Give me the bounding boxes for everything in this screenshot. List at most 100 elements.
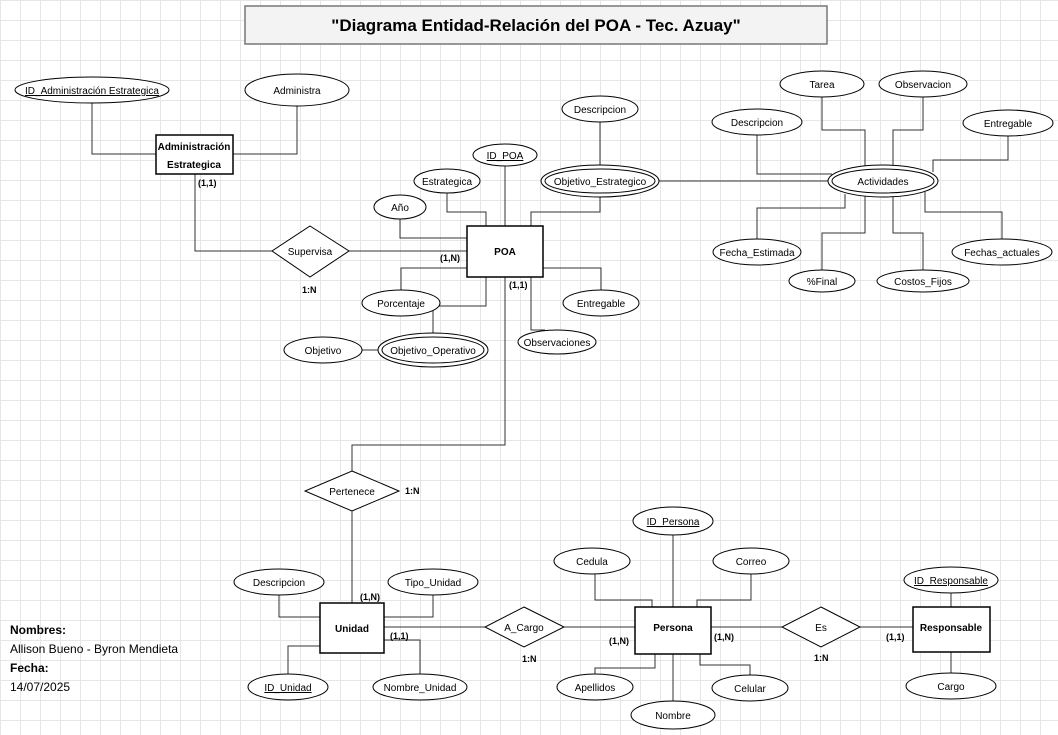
attribute-label: Costos_Fijos (894, 277, 952, 288)
relationship-label: Supervisa (288, 247, 333, 258)
attribute-fecha-estimada[interactable]: Fecha_Estimada (712, 238, 802, 266)
cardinality-persona-right: (1,N) (714, 632, 734, 642)
attribute-label: Estrategica (422, 177, 472, 188)
attribute-label: %Final (807, 277, 838, 288)
relationship-label: A_Cargo (504, 623, 544, 634)
attribute-nombre[interactable]: Nombre (630, 700, 716, 730)
entity-label: POA (494, 247, 516, 258)
relationship-supervisa[interactable]: Supervisa (271, 225, 350, 278)
entity-poa[interactable]: POA (466, 225, 544, 278)
cardinality-persona-left: (1,N) (609, 636, 629, 646)
attribute-label: Año (391, 203, 409, 214)
attribute-label: Objetivo_Operativo (390, 346, 476, 357)
cardinality-es: 1:N (814, 653, 829, 663)
relationship-pertenece[interactable]: Pertenece (303, 470, 401, 512)
relationship-a-cargo[interactable]: A_Cargo (483, 606, 566, 648)
attribute-apellidos[interactable]: Apellidos (556, 673, 634, 701)
attribute-observacion[interactable]: Observacion (878, 70, 968, 98)
attribute-descripcion-objetivo[interactable]: Descripcion (561, 95, 639, 123)
attribute-label: Apellidos (575, 683, 616, 694)
nombres-label: Nombres: (10, 623, 67, 637)
attribute-label: Porcentaje (377, 299, 425, 310)
attribute-observaciones[interactable]: Observaciones (517, 329, 597, 355)
attribute-objetivo[interactable]: Objetivo (283, 336, 363, 364)
attribute-label: Descripcion (253, 578, 305, 589)
entity-label: Responsable (920, 623, 983, 634)
attribute-id-unidad[interactable]: ID_Unidad (247, 673, 329, 701)
attribute-label: Tipo_Unidad (405, 578, 461, 589)
attribute-cargo[interactable]: Cargo (905, 672, 997, 700)
attribute-label: Objetivo_Estrategico (554, 177, 647, 188)
fecha-label: Fecha: (10, 661, 49, 675)
cardinality-unidad-top: (1,N) (360, 592, 380, 602)
attribute-porcentaje[interactable]: Porcentaje (361, 289, 441, 317)
attribute-tarea[interactable]: Tarea (779, 70, 865, 98)
attribute-celular[interactable]: Celular (711, 674, 789, 702)
attribute-label: Descripcion (574, 105, 626, 116)
attribute-entregable-poa[interactable]: Entregable (562, 289, 640, 317)
relationship-label: Es (815, 623, 827, 634)
attribute-label: Entregable (577, 299, 626, 310)
nombres-value: Allison Bueno - Byron Mendieta (10, 642, 179, 656)
attribute-costos-fijos[interactable]: Costos_Fijos (876, 269, 970, 293)
cardinality-a-cargo: 1:N (522, 654, 537, 664)
relationship-label: Pertenece (329, 487, 375, 498)
diagram-title: "Diagrama Entidad-Relación del POA - Tec… (331, 16, 740, 35)
attribute-label: ID_Persona (647, 517, 700, 528)
entity-persona[interactable]: Persona (634, 606, 712, 655)
entity-label: Persona (653, 623, 693, 634)
attribute-entregable-actividad[interactable]: Entregable (962, 109, 1054, 137)
attribute-id-administracion[interactable]: ID_Administración Estrategica (14, 76, 170, 104)
attribute-nombre-unidad[interactable]: Nombre_Unidad (372, 673, 468, 701)
entity-label: Unidad (335, 624, 369, 635)
attribute-label: ID_Responsable (914, 576, 988, 587)
attribute-label: Actividades (857, 177, 908, 188)
attribute-label: Nombre_Unidad (384, 683, 457, 694)
attribute-final[interactable]: %Final (788, 269, 856, 293)
author-info: Nombres: Allison Bueno - Byron Mendieta … (10, 621, 178, 697)
attribute-estrategica[interactable]: Estrategica (413, 168, 481, 194)
entity-label-line1: Administración (158, 142, 231, 153)
attribute-objetivo-operativo[interactable]: Objetivo_Operativo (377, 332, 489, 368)
attribute-correo[interactable]: Correo (712, 547, 790, 575)
attribute-label: ID_Unidad (264, 683, 311, 694)
attribute-descripcion-actividad[interactable]: Descripcion (711, 108, 803, 136)
attribute-label: Correo (736, 557, 767, 568)
attribute-fechas-actuales[interactable]: Fechas_actuales (951, 238, 1053, 266)
attribute-tipo-unidad[interactable]: Tipo_Unidad (387, 568, 479, 596)
relationship-es[interactable]: Es (780, 606, 862, 648)
entity-unidad[interactable]: Unidad (319, 602, 385, 654)
attribute-id-poa[interactable]: ID_POA (472, 143, 538, 167)
attribute-label: Celular (734, 684, 766, 695)
attribute-label: Entregable (984, 119, 1033, 130)
attribute-label: Fecha_Estimada (719, 248, 794, 259)
entity-responsable[interactable]: Responsable (912, 606, 991, 653)
attribute-label: Tarea (809, 80, 834, 91)
attribute-label: Administra (273, 86, 321, 97)
attribute-label: Observaciones (524, 338, 591, 349)
fecha-value: 14/07/2025 (10, 680, 71, 694)
attribute-label: Nombre (655, 711, 691, 722)
attribute-administra[interactable]: Administra (244, 73, 350, 107)
attribute-label: Observacion (895, 80, 951, 91)
attribute-label: Cedula (576, 557, 608, 568)
attribute-label: Objetivo (305, 346, 342, 357)
attribute-id-responsable[interactable]: ID_Responsable (903, 566, 999, 594)
cardinality-responsable: (1,1) (886, 632, 905, 642)
attribute-objetivo-estrategico[interactable]: Objetivo_Estrategico (540, 164, 660, 198)
attribute-label: Fechas_actuales (964, 248, 1040, 259)
attribute-label: Descripcion (731, 118, 783, 129)
attribute-cedula[interactable]: Cedula (553, 547, 631, 575)
cardinality-supervisa: 1:N (302, 285, 317, 295)
cardinality-poa-pertenece: (1,1) (509, 280, 528, 290)
entity-administracion-estrategica[interactable]: Administración Estrategica (155, 134, 234, 175)
attribute-anio[interactable]: Año (373, 194, 427, 220)
attribute-id-persona[interactable]: ID_Persona (632, 506, 714, 536)
attribute-label: Cargo (937, 682, 965, 693)
title-box (244, 5, 828, 45)
attribute-actividades[interactable]: Actividades (827, 164, 939, 198)
attribute-descripcion-unidad[interactable]: Descripcion (233, 568, 325, 596)
connector-lines (91, 97, 1009, 701)
attribute-label: ID_Administración Estrategica (25, 86, 159, 97)
